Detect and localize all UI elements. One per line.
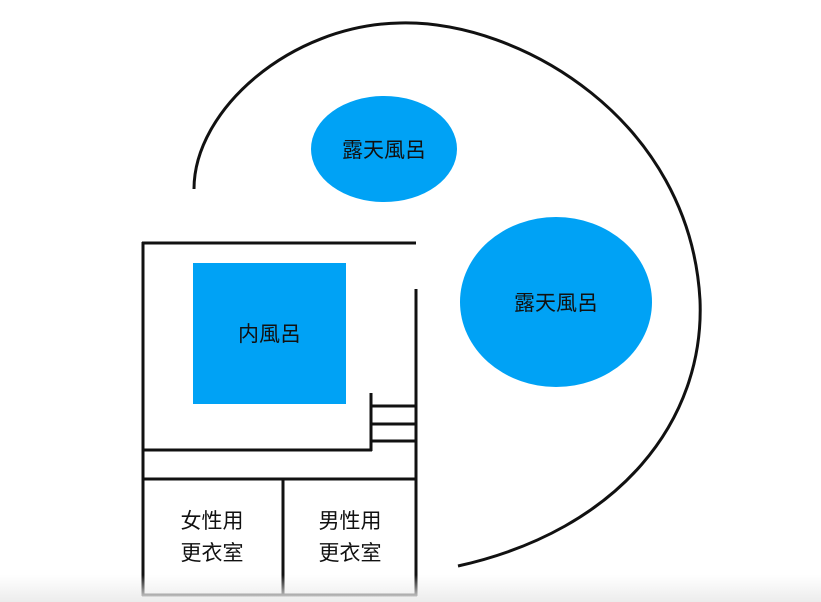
indoor-bath (193, 263, 346, 404)
outdoor-bath-right-label: 露天風呂 (514, 291, 598, 315)
outdoor-area-boundary (192, 21, 702, 568)
womens-changing-room-label-line2: 更衣室 (181, 541, 244, 565)
indoor-bath-label: 内風呂 (238, 322, 301, 346)
steps (369, 393, 417, 451)
outdoor-bath-right (460, 217, 652, 387)
outdoor-bath-top (311, 96, 457, 202)
mens-changing-room-label-line1: 男性用 (319, 509, 382, 533)
outdoor-bath-top-label: 露天風呂 (342, 138, 426, 162)
mens-changing-room-label-line2: 更衣室 (319, 541, 382, 565)
womens-changing-room-label-line1: 女性用 (181, 509, 244, 533)
